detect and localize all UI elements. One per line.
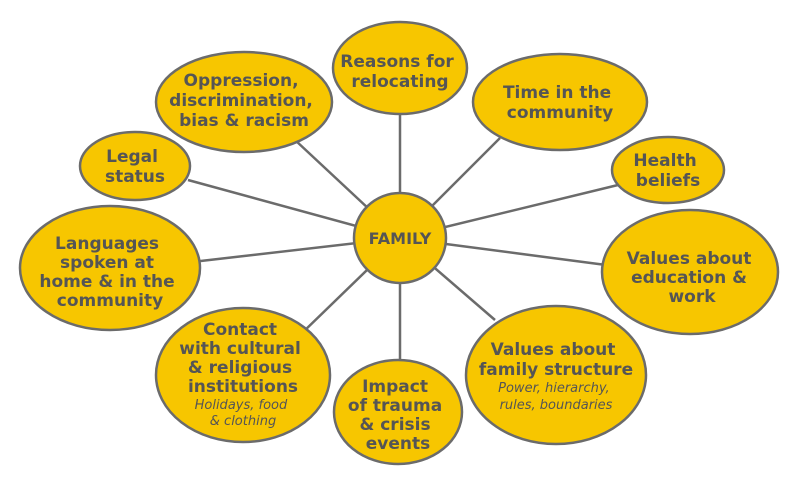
node-time-shape	[471, 52, 649, 152]
center-label: FAMILY	[369, 229, 432, 248]
node-legal-shape	[78, 130, 192, 202]
node-oppression-label: Oppression, discrimination, bias & racis…	[169, 71, 319, 131]
node-health-shape	[610, 135, 726, 205]
node-family-structure: Values about family structure Power, hie…	[464, 304, 648, 446]
node-oppression: Oppression, discrimination, bias & racis…	[154, 50, 334, 154]
node-family-structure-label: Values about family structure	[479, 340, 633, 380]
node-languages-label: Languages spoken at home & in the commun…	[39, 234, 180, 311]
node-time-label: Time in the community	[503, 83, 617, 123]
node-reasons-shape	[331, 20, 469, 116]
node-legal: Legal status	[78, 130, 192, 202]
node-reasons-label: Reasons for relocating	[340, 52, 459, 92]
node-time: Time in the community	[471, 52, 649, 152]
node-reasons: Reasons for relocating	[331, 20, 469, 116]
node-languages-shape	[18, 204, 202, 332]
node-legal-label: Legal status	[105, 147, 165, 187]
node-trauma-label: Impact of trauma & crisis events	[348, 377, 448, 454]
node-contact-label: Contact with cultural & religious instit…	[179, 320, 307, 397]
node-contact: Contact with cultural & religious instit…	[154, 306, 332, 444]
node-trauma: Impact of trauma & crisis events	[332, 358, 464, 466]
node-health-label: Health beliefs	[633, 151, 702, 191]
node-family-structure-shape	[464, 304, 648, 446]
node-oppression-shape	[154, 50, 334, 154]
node-values-edu: Values about education & work	[600, 208, 780, 336]
node-languages: Languages spoken at home & in the commun…	[18, 204, 202, 332]
node-center: FAMILY	[352, 191, 448, 285]
node-values-edu-label: Values about education & work	[627, 249, 758, 307]
node-contact-shape	[154, 306, 332, 444]
node-center-shape	[352, 191, 448, 285]
node-trauma-shape	[332, 358, 464, 466]
node-values-edu-shape	[600, 208, 780, 336]
node-health: Health beliefs	[610, 135, 726, 205]
node-contact-sublabel: Holidays, food & clothing	[195, 398, 292, 429]
node-family-structure-sublabel: Power, hierarchy, rules, boundaries	[498, 381, 614, 413]
